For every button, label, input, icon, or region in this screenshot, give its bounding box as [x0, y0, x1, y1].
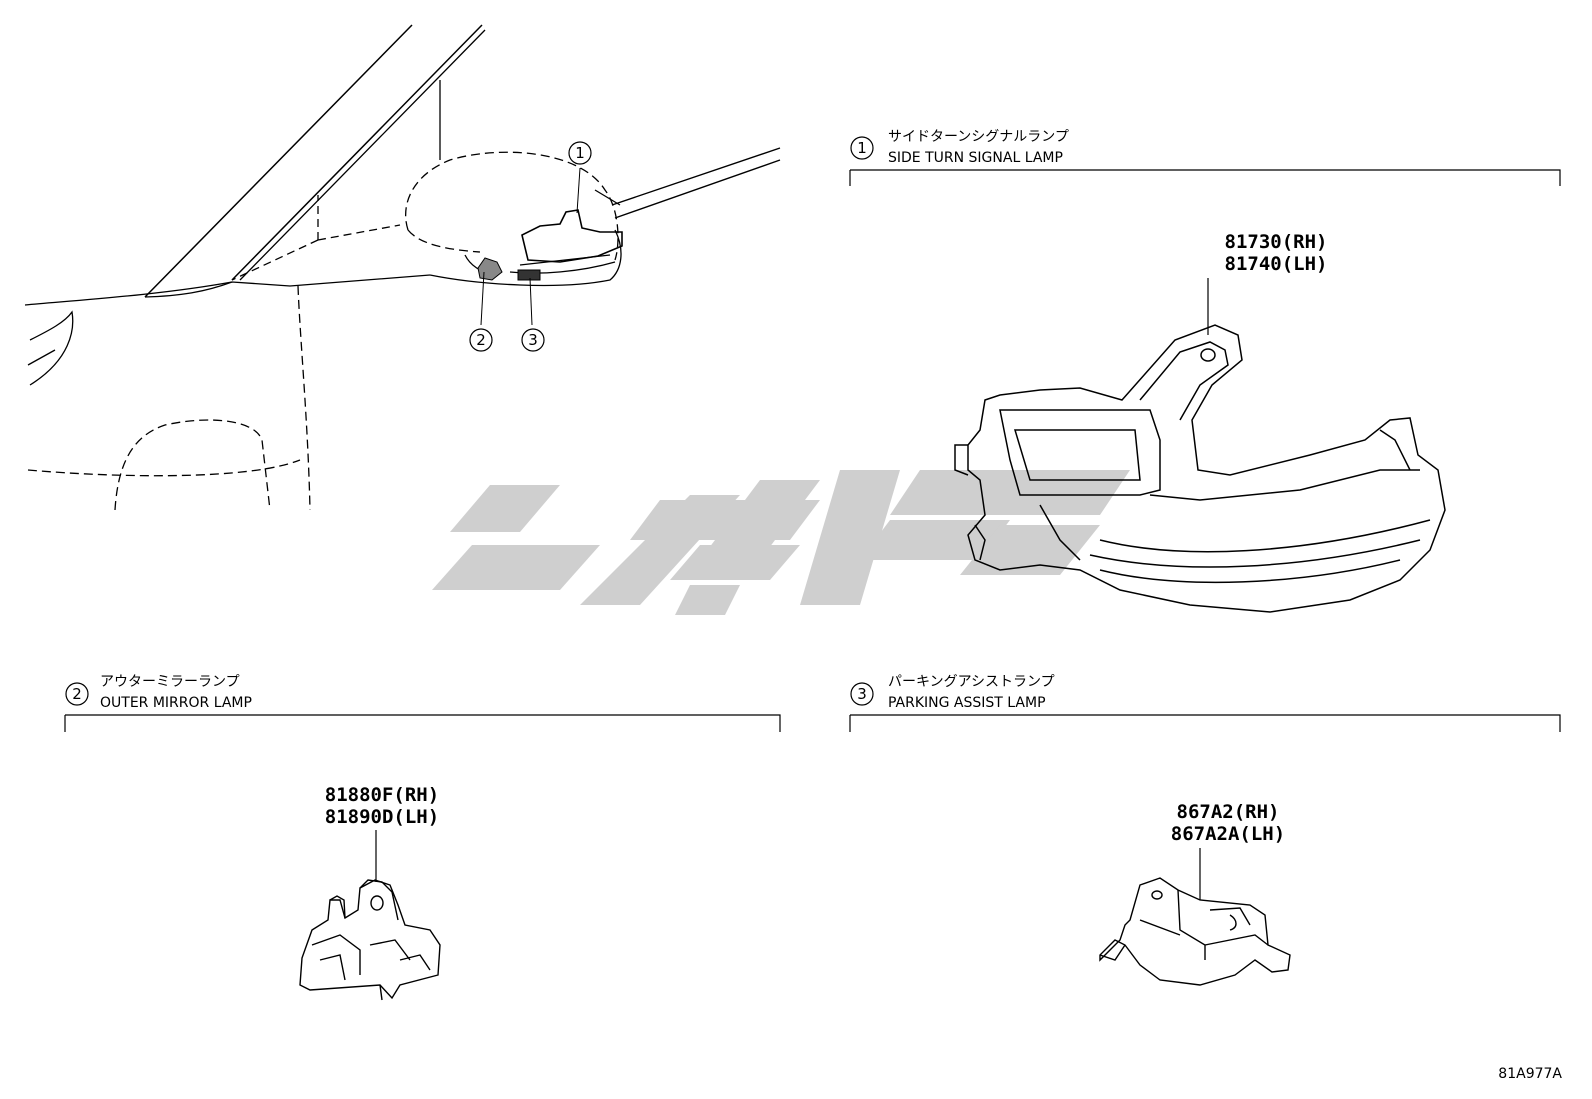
side-turn-signal-lamp-drawing	[954, 324, 1446, 613]
outer-mirror-lamp-drawing	[299, 879, 441, 1001]
overview-callout-2: 2	[476, 331, 486, 349]
part-number-867a2-rh: 867A2(RH)	[1177, 801, 1280, 823]
overview-callout-1: 1	[575, 144, 585, 162]
section-3-number: 3	[857, 685, 867, 703]
section-1-title-en: SIDE TURN SIGNAL LAMP	[888, 150, 1063, 166]
overview-callout-3: 3	[528, 331, 538, 349]
section-1-header	[849, 136, 1561, 186]
section-2-number: 2	[72, 685, 82, 703]
part-number-81890d-lh: 81890D(LH)	[325, 806, 439, 828]
section-2-title-en: OUTER MIRROR LAMP	[100, 695, 252, 711]
section-1-number: 1	[857, 139, 867, 157]
section-2-title-jp: アウターミラーランプ	[100, 674, 240, 690]
part-number-81880f-rh: 81880F(RH)	[325, 784, 439, 806]
part-number-81730-rh: 81730(RH)	[1225, 231, 1328, 253]
section-3-title-jp: パーキングアシストランプ	[888, 674, 1055, 690]
watermark-logo	[432, 470, 1130, 615]
part-number-81740-lh: 81740(LH)	[1225, 253, 1328, 275]
section-2-header	[64, 682, 781, 732]
section-3-title-en: PARKING ASSIST LAMP	[888, 695, 1046, 711]
car-overview-illustration	[24, 24, 781, 511]
diagram-code: 81A977A	[1498, 1066, 1562, 1082]
section-1-title-jp: サイドターンシグナルランプ	[888, 129, 1069, 145]
part-number-867a2a-lh: 867A2A(LH)	[1171, 823, 1285, 845]
section-3-header	[849, 682, 1561, 732]
parking-assist-lamp-drawing	[1099, 877, 1291, 986]
